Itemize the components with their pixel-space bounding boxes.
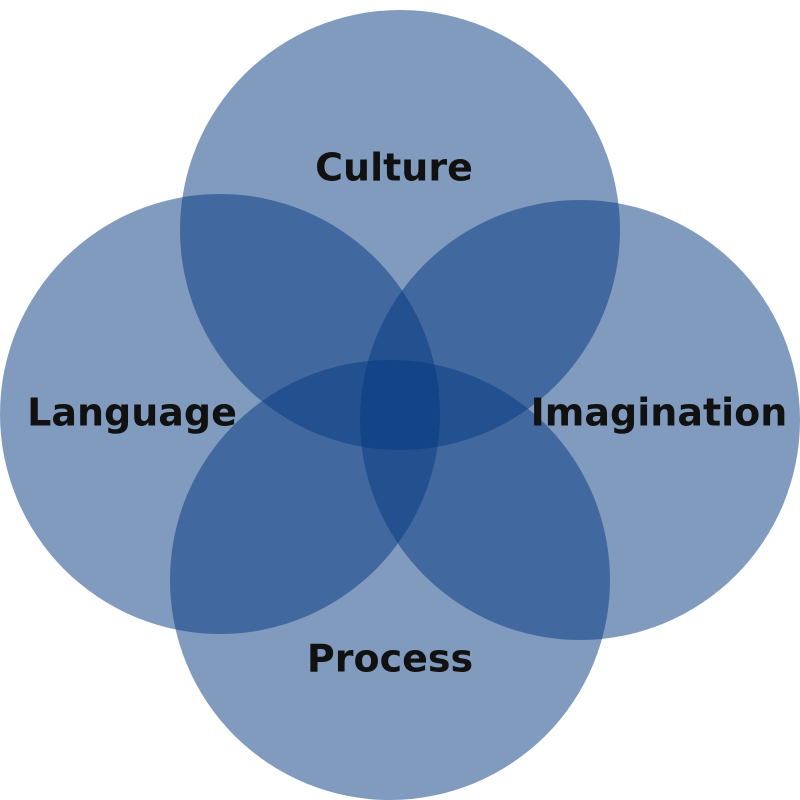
- process-circle: [170, 360, 610, 800]
- imagination-label: Imagination: [531, 391, 788, 435]
- process-label: Process: [307, 637, 473, 681]
- culture-label: Culture: [315, 146, 473, 190]
- language-label: Language: [27, 391, 237, 435]
